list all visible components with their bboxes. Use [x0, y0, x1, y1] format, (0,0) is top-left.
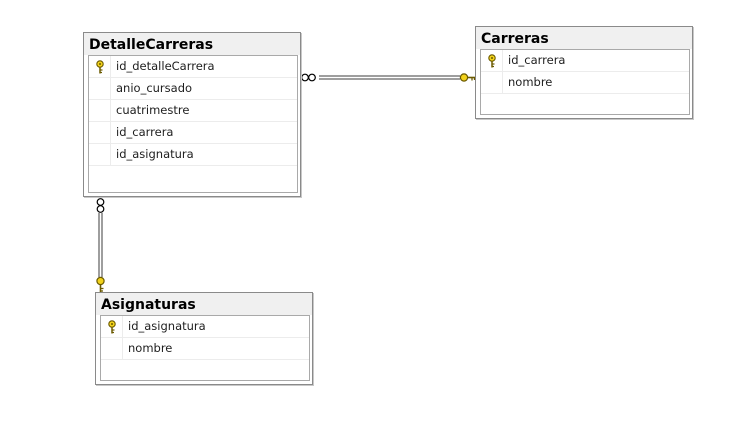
- table-title: DetalleCarreras: [84, 33, 300, 55]
- relationship-detalle-carreras[interactable]: [301, 73, 476, 82]
- column-row[interactable]: nombre: [101, 338, 309, 360]
- relationship-detalle-asignaturas[interactable]: [96, 198, 105, 292]
- one-end-key-icon: [96, 276, 105, 292]
- column-row[interactable]: nombre: [481, 72, 689, 94]
- column-grid: id_carrera nombre: [480, 49, 690, 115]
- primary-key-icon: [108, 320, 116, 334]
- column-grid: id_detalleCarrera anio_cursado cuatrimes…: [88, 55, 298, 193]
- table-title: Asignaturas: [96, 293, 312, 315]
- column-row[interactable]: cuatrimestre: [89, 100, 297, 122]
- table-asignaturas[interactable]: Asignaturas id_asignatura nombre: [95, 292, 313, 385]
- many-end-icon: [301, 73, 316, 82]
- table-detallecarreras[interactable]: DetalleCarreras id_detalleCarrera anio_c…: [83, 32, 301, 197]
- column-row-pk[interactable]: id_asignatura: [101, 316, 309, 338]
- column-name: id_asignatura: [128, 319, 206, 333]
- column-row[interactable]: anio_cursado: [89, 78, 297, 100]
- primary-key-icon: [488, 54, 496, 68]
- column-name: nombre: [508, 75, 553, 89]
- table-carreras[interactable]: Carreras id_carrera nombre: [475, 26, 693, 119]
- table-title: Carreras: [476, 27, 692, 49]
- column-grid: id_asignatura nombre: [100, 315, 310, 381]
- column-name: anio_cursado: [116, 81, 193, 95]
- column-name: nombre: [128, 341, 173, 355]
- column-row[interactable]: id_asignatura: [89, 144, 297, 166]
- column-name: id_carrera: [508, 53, 566, 67]
- column-row[interactable]: id_carrera: [89, 122, 297, 144]
- one-end-key-icon: [459, 73, 476, 82]
- primary-key-icon: [96, 60, 104, 74]
- many-end-icon: [96, 198, 105, 213]
- column-name: id_asignatura: [116, 147, 194, 161]
- column-name: id_carrera: [116, 125, 174, 139]
- column-row-pk[interactable]: id_detalleCarrera: [89, 56, 297, 78]
- column-name: id_detalleCarrera: [116, 59, 215, 73]
- column-name: cuatrimestre: [116, 103, 190, 117]
- column-row-pk[interactable]: id_carrera: [481, 50, 689, 72]
